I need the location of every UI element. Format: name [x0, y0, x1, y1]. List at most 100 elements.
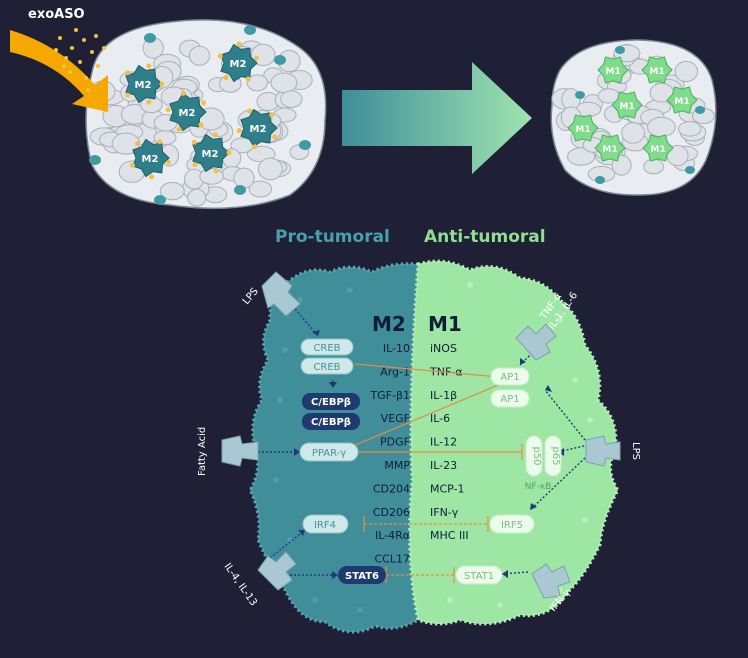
m1-marker: IL-6: [430, 412, 450, 425]
m1-macrophage: M1: [594, 134, 626, 162]
m2-marker: TGF-β1: [369, 389, 410, 402]
exoaso-particle: [102, 46, 106, 50]
svg-text:AP1: AP1: [500, 372, 519, 383]
m2-macrophage-label: M2: [142, 154, 159, 165]
exoaso-particle: [96, 64, 100, 68]
fatty-acid-receptor: [221, 435, 259, 467]
m1-macrophage: M1: [567, 114, 599, 142]
arrow-heads: [294, 330, 564, 579]
m1-macrophage-label: M1: [650, 145, 665, 155]
m2-marker: IL-10: [383, 342, 410, 355]
m2-marker: MMP: [384, 459, 410, 472]
m1-marker: MCP-1: [430, 482, 465, 495]
m2-macrophage-label: M2: [250, 124, 267, 135]
m2-macrophage: M2: [191, 132, 232, 174]
svg-text:STAT1: STAT1: [464, 571, 494, 582]
m2-macrophage: M2: [129, 138, 171, 180]
ap1-node-1: AP1: [490, 367, 530, 386]
m1-cell-half: [408, 259, 620, 626]
m1-macrophage-label: M1: [575, 125, 590, 135]
stat6-node: STAT6: [338, 566, 386, 584]
irf5-node: IRF5: [489, 514, 535, 534]
exoaso-particle: [86, 88, 90, 92]
ap1-node-2: AP1: [490, 389, 530, 408]
m1-macrophage-label: M1: [649, 67, 664, 77]
m2-marker: CCL17: [375, 553, 411, 566]
exoaso-particle: [84, 76, 88, 80]
m2-macrophage-label: M2: [230, 59, 247, 70]
exoaso-label: exoASO: [28, 7, 85, 22]
m1-marker: MHC III: [430, 529, 469, 542]
lps-label-left: LPS: [241, 286, 261, 307]
p65-node: p65: [544, 435, 562, 477]
exoaso-particle: [68, 70, 72, 74]
heading-pro-tumoral: Pro-tumoral: [275, 227, 390, 247]
irf4-node: IRF4: [302, 514, 349, 534]
nfkb-label: NF-κB: [525, 482, 552, 492]
svg-text:PPAR-γ: PPAR-γ: [312, 448, 346, 459]
m2-marker: PDGF: [380, 436, 410, 449]
m1-macrophage: M1: [597, 56, 629, 84]
m2-macrophage-label: M2: [135, 80, 152, 91]
m2-marker-list: IL-10Arg-1TGF-β1VEGFPDGFMMPCD204CD206IL-…: [369, 342, 410, 566]
svg-text:STAT6: STAT6: [345, 571, 379, 582]
m1-marker: IL-23: [430, 459, 457, 472]
svg-text:IRF4: IRF4: [314, 520, 336, 531]
ppar-node: PPAR-γ: [299, 442, 359, 462]
lps-receptor-left: [261, 271, 301, 317]
inhibition-lines: [352, 363, 523, 583]
m1-macrophage: M1: [666, 86, 698, 114]
stat1-node: STAT1: [455, 565, 503, 585]
exoaso-particle: [58, 36, 62, 40]
svg-text:CREB: CREB: [313, 362, 340, 373]
m1-macrophage-label: M1: [602, 145, 617, 155]
m2-macrophage: M2: [165, 90, 207, 132]
m2-marker: IL-4Rα: [375, 529, 410, 542]
m2-macrophage-label: M2: [202, 149, 219, 160]
m1-macrophage: M1: [642, 134, 674, 162]
exoaso-arrow: [10, 30, 108, 112]
m2-macrophage: M2: [125, 63, 165, 105]
m1-macrophage: M1: [641, 56, 673, 84]
svg-text:C/EBPβ: C/EBPβ: [311, 417, 351, 428]
svg-text:AP1: AP1: [500, 394, 519, 405]
m1-marker: iNOS: [430, 342, 457, 355]
exoaso-particle: [94, 34, 98, 38]
exoaso-particle: [62, 64, 66, 68]
cebp-node-2: C/EBPβ: [302, 413, 360, 430]
lps-label-right: LPS: [630, 442, 641, 460]
il4-il13-label: IL-4, IL-13: [222, 561, 259, 608]
ifn-receptor: [531, 563, 571, 599]
exoaso-particle: [70, 46, 74, 50]
m2-macrophage-label: M2: [179, 108, 196, 119]
il4-receptor: [257, 551, 297, 591]
p50-node: p50: [525, 435, 543, 477]
m2-title: M2: [372, 312, 406, 336]
transition-arrow: [342, 62, 532, 174]
m2-marker: VEGF: [381, 412, 410, 425]
fatty-acid-label: Fatty Acid: [197, 427, 208, 476]
creb-node-1: CREB: [300, 338, 354, 356]
m2-macrophage: M2: [236, 108, 278, 150]
m1-marker-list: iNOSTNF-αIL-1βIL-6IL-12IL-23MCP-1IFN-γMH…: [429, 342, 469, 542]
exoaso-particle: [78, 60, 82, 64]
m2-macrophage: M2: [217, 41, 259, 83]
exoaso-particles: [54, 28, 106, 92]
exoaso-particle: [82, 38, 86, 42]
m1-marker: IL-12: [430, 436, 457, 449]
svg-text:p50: p50: [531, 446, 542, 465]
creb-node-2: CREB: [300, 357, 354, 375]
m1-macrophage-label: M1: [605, 67, 620, 77]
cebp-node-1: C/EBPβ: [302, 393, 360, 410]
exoaso-particle: [64, 56, 68, 60]
svg-text:p65: p65: [550, 446, 561, 465]
lps-receptor-right: [585, 435, 621, 467]
m1-macrophage-label: M1: [619, 102, 634, 112]
exoaso-particle: [54, 48, 58, 52]
m2-marker: CD204: [373, 482, 410, 495]
